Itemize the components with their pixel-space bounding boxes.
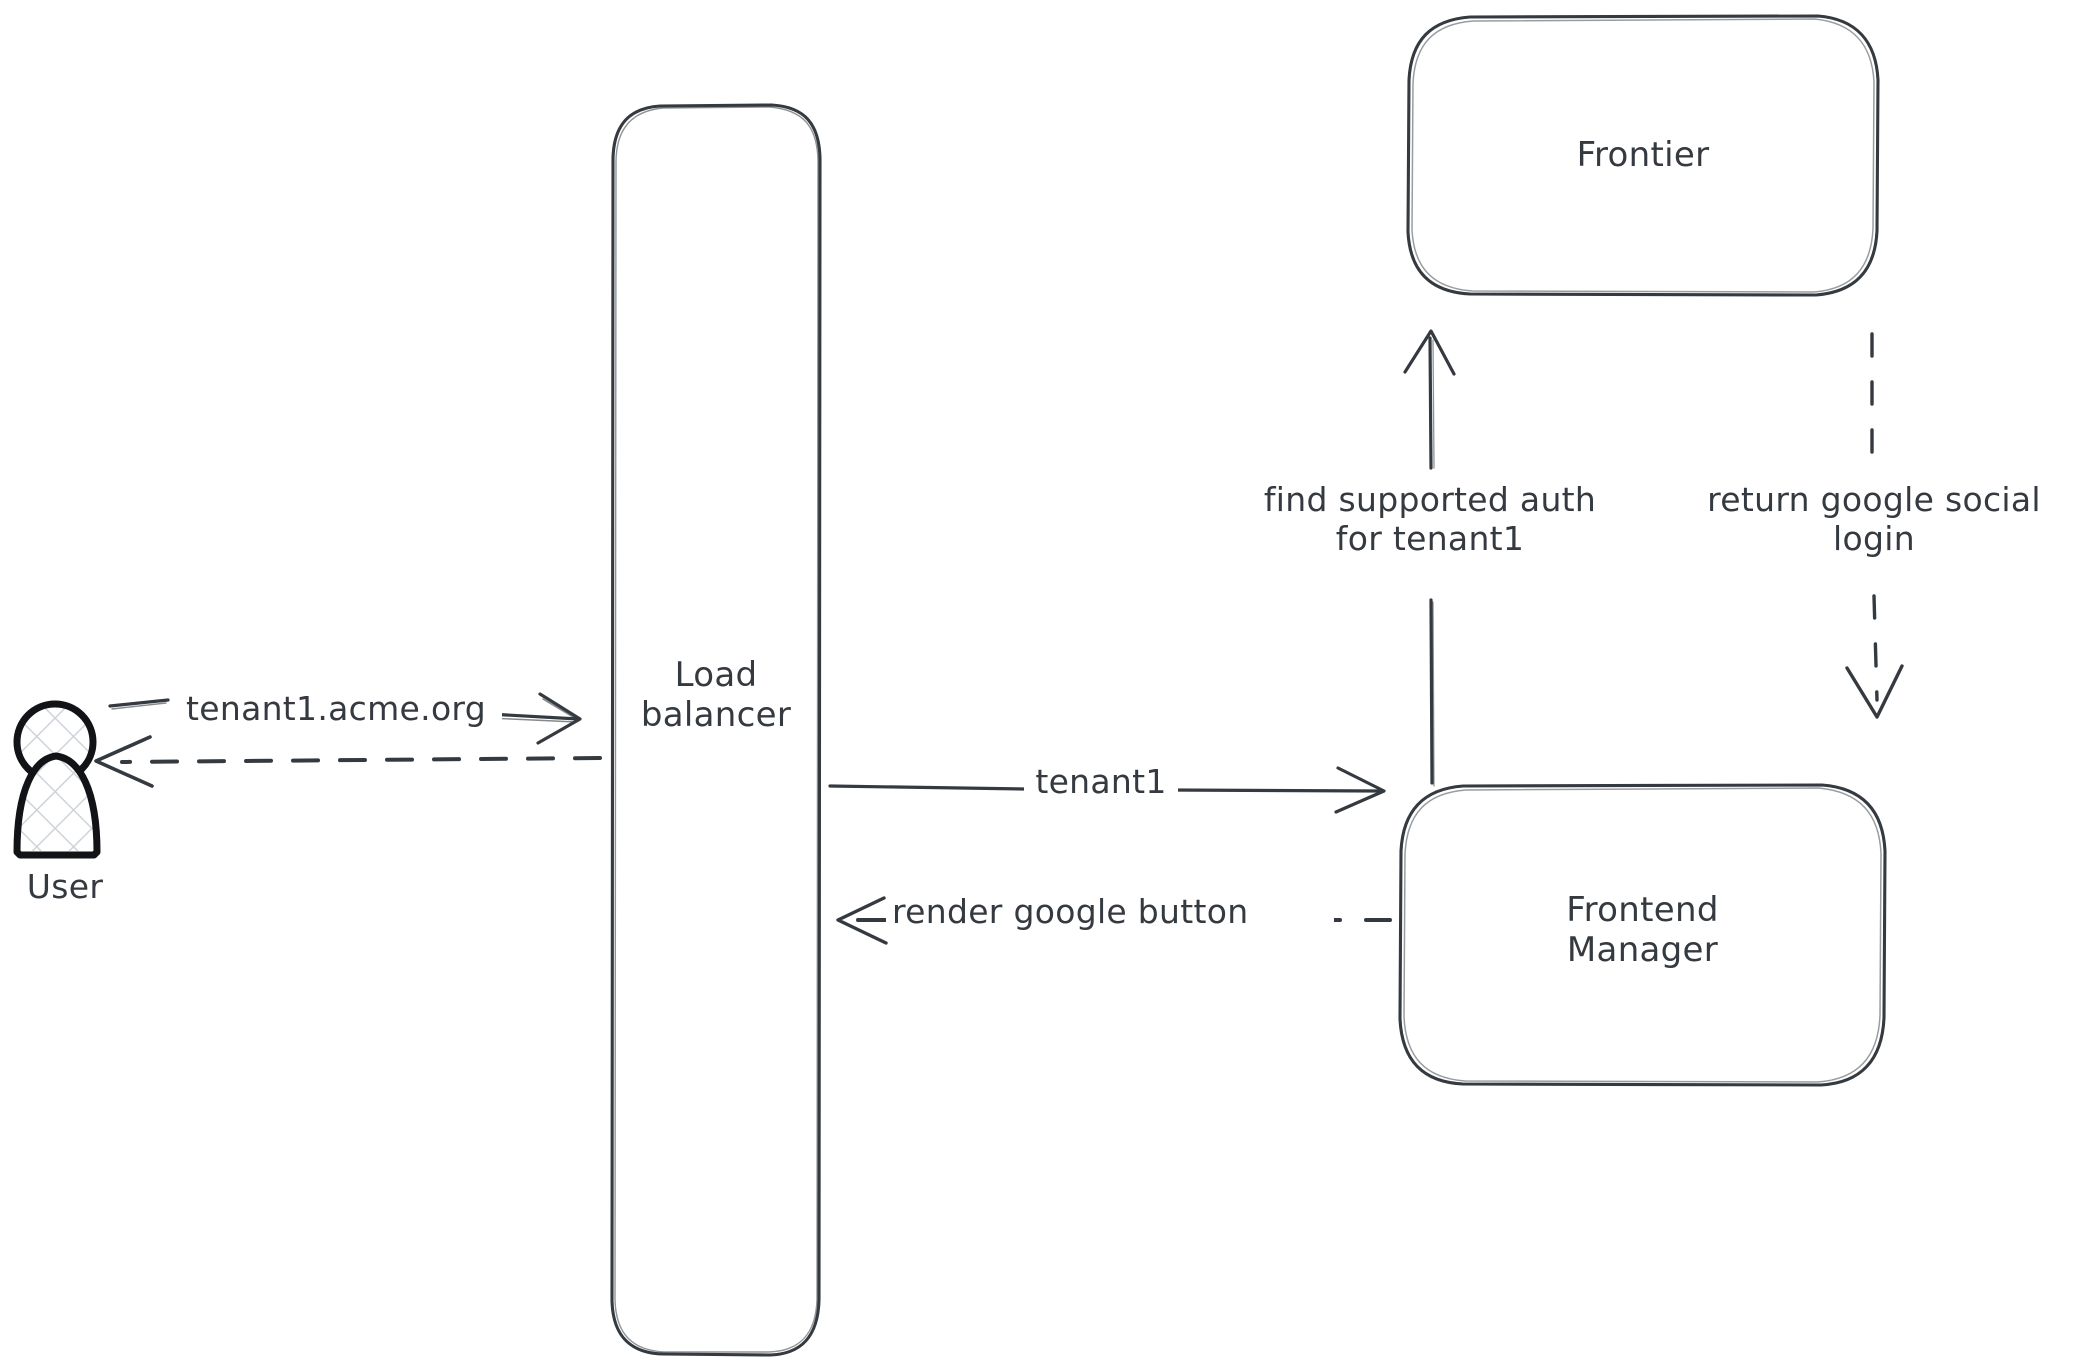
edge-frontier-to-fm[interactable]	[1845, 332, 1904, 719]
edge-user-to-lb[interactable]	[108, 692, 582, 745]
node-load-balancer[interactable]	[612, 105, 820, 1355]
node-user[interactable]	[14, 692, 132, 888]
edge-fm-to-lb[interactable]	[836, 896, 1392, 945]
edge-lb-to-fm[interactable]	[828, 766, 1386, 814]
node-frontend-manager-shape[interactable]	[1398, 783, 1887, 1087]
node-frontend-manager[interactable]	[1400, 785, 1885, 1085]
edge-lb-to-user[interactable]	[94, 735, 602, 788]
node-frontier[interactable]	[1408, 16, 1878, 296]
node-frontier-shape[interactable]	[1406, 14, 1880, 297]
user-actor-icon[interactable]	[13, 700, 101, 859]
node-load-balancer-shape[interactable]	[610, 103, 822, 1357]
edge-fm-to-frontier[interactable]	[1403, 329, 1456, 787]
